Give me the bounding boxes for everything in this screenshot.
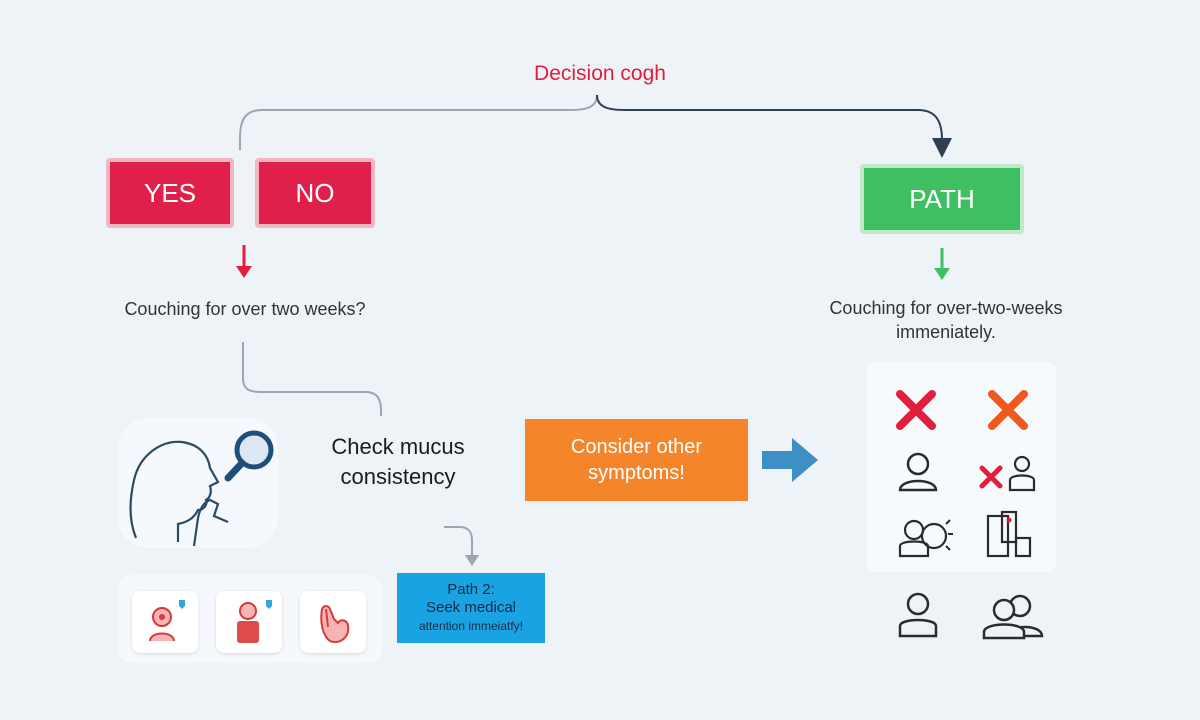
check-line2: consistency — [340, 464, 456, 489]
tile-person-torso[interactable] — [216, 591, 282, 653]
x-mark-icon — [896, 390, 936, 430]
consider-line2: symptoms! — [588, 462, 685, 484]
magnifier-icon — [224, 430, 274, 482]
no-button[interactable]: NO — [255, 158, 375, 228]
person-icon — [898, 452, 938, 492]
connector-title-left — [239, 94, 598, 150]
question-left: Couching for over two weeks? — [124, 299, 366, 319]
x-mark-icon — [988, 390, 1028, 430]
icon-tiles-card — [118, 575, 382, 663]
check-mucus-text: Check mucus consistency — [298, 432, 498, 492]
device-icon — [986, 510, 1032, 558]
head-profile-icon — [129, 440, 229, 547]
arrow-blue-right — [762, 438, 818, 482]
x-person-icon — [979, 455, 1036, 492]
tile-person-badge[interactable] — [132, 591, 198, 653]
person-icon — [898, 592, 938, 638]
person-group-icon — [898, 519, 953, 558]
person-torso-icon — [237, 600, 272, 643]
consider-line1: Consider other — [570, 436, 703, 458]
right-icon-grid — [866, 362, 1056, 572]
question-right-line1: Couching for over-two-weeks — [829, 298, 1063, 318]
check-line1: Check mucus — [331, 434, 465, 459]
hand-icon — [320, 605, 350, 643]
question-right-line2: immeniately. — [896, 322, 996, 342]
path2-box[interactable]: Path 2: Seek medical attention immeiatfy… — [397, 573, 545, 643]
connector-path2 — [444, 526, 473, 558]
tile-hand[interactable] — [300, 591, 366, 653]
path2-line3: attention immeiatfy! — [418, 619, 524, 633]
yes-button[interactable]: YES — [106, 158, 234, 228]
consider-symptoms-box[interactable]: Consider other symptoms! — [525, 419, 748, 501]
connector-title-right — [596, 94, 952, 158]
path-button[interactable]: PATH — [860, 164, 1024, 234]
people-icon — [982, 594, 1044, 640]
person-badge-icon — [149, 600, 185, 642]
path2-line2: Seek medical — [425, 599, 517, 616]
question-right: Couching for over-two-weeks immeniately. — [790, 296, 1102, 344]
connector-check — [242, 342, 382, 416]
head-card — [118, 418, 278, 548]
diagram-title: Decision cogh — [534, 62, 666, 85]
path2-line1: Path 2: — [447, 581, 495, 598]
